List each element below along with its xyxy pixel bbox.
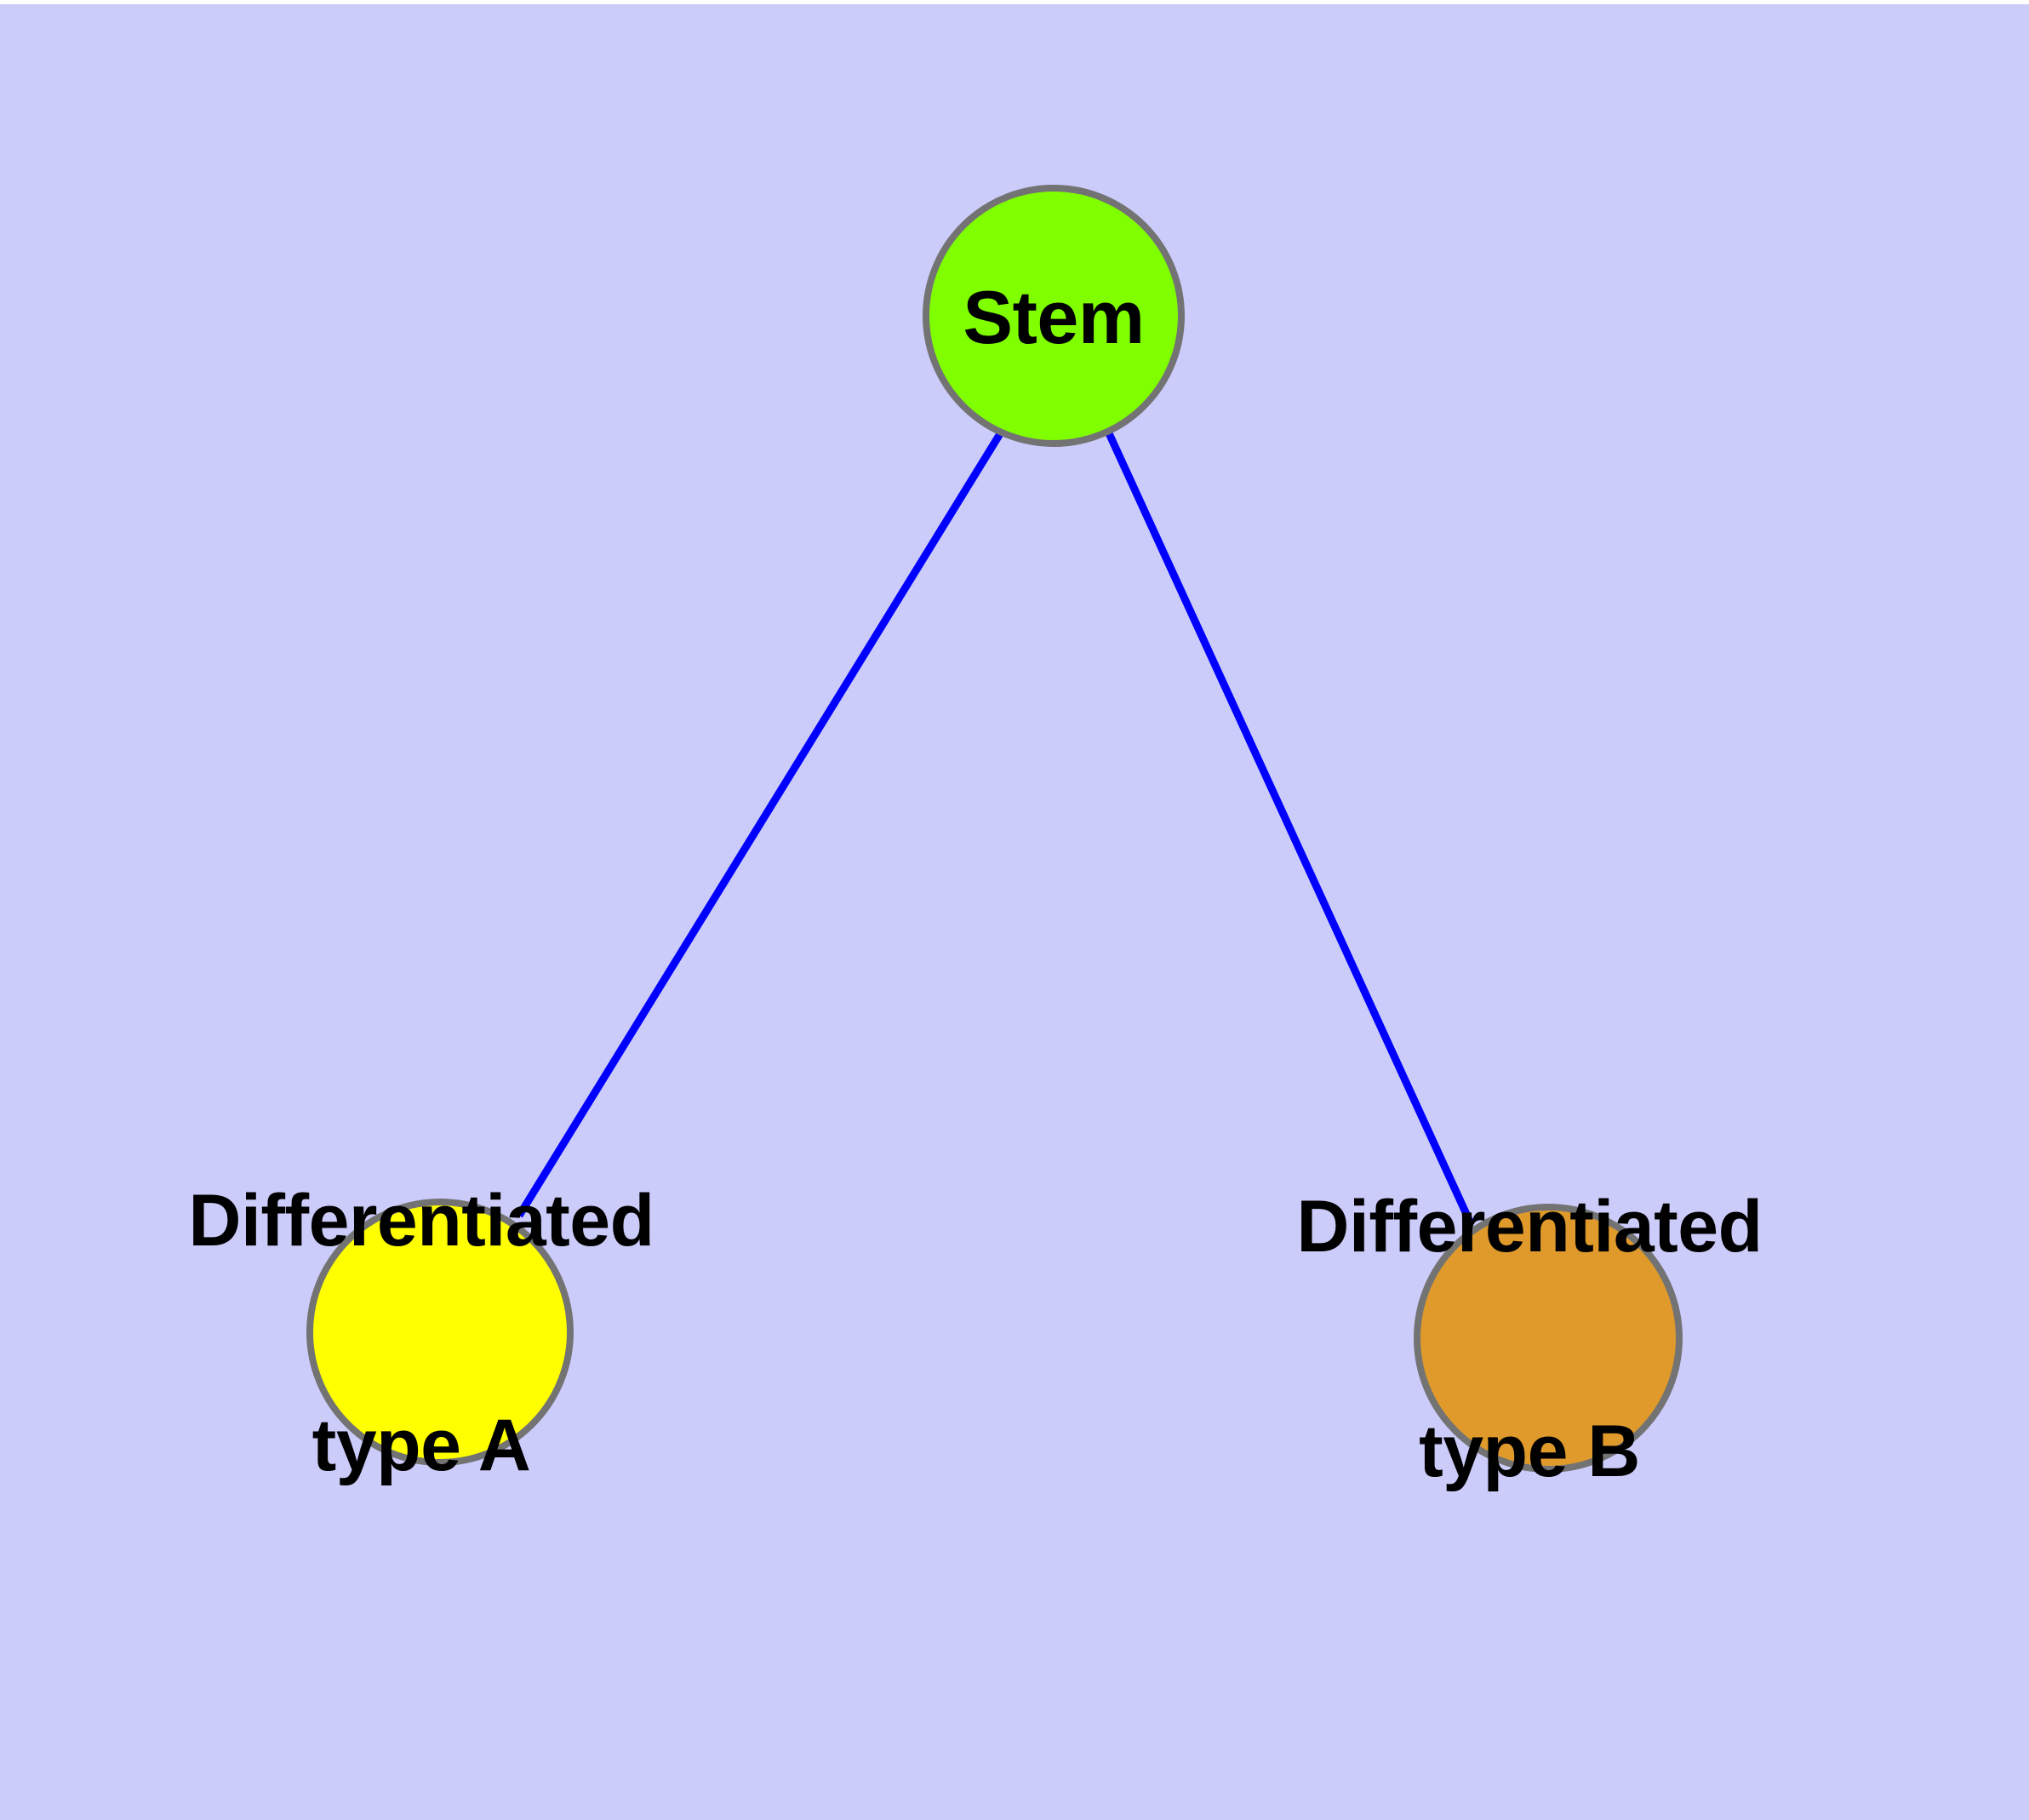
node-stem-circle[interactable]	[923, 185, 1185, 447]
edge-layer	[516, 430, 1474, 1223]
edge-stem-to-differentiated-type-a	[516, 430, 1004, 1218]
node-differentiated-type-b-circle[interactable]	[1414, 1204, 1683, 1473]
node-layer	[306, 185, 1683, 1473]
node-differentiated-type-a-circle[interactable]	[306, 1199, 574, 1466]
edge-stem-to-differentiated-type-b	[1105, 432, 1474, 1223]
